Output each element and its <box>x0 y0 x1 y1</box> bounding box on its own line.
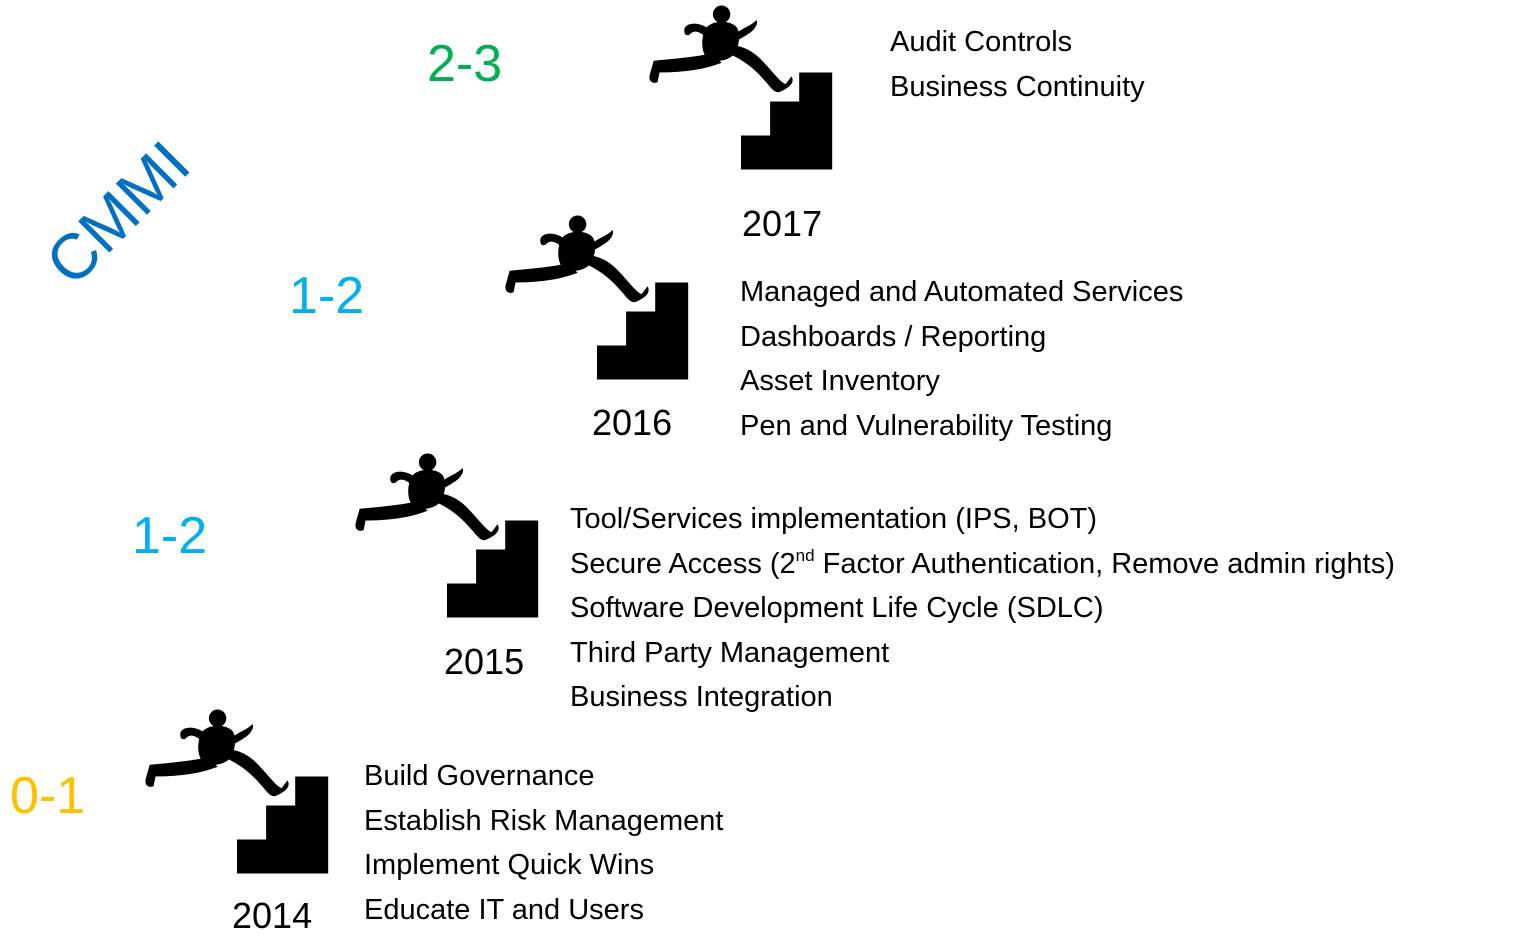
milestone-item: Establish Risk Management <box>364 804 724 837</box>
running-person-stairs-icon <box>350 452 544 618</box>
running-person-stairs-icon <box>140 708 334 874</box>
milestone-item: Audit Controls <box>890 26 1073 58</box>
running-person-stairs-icon <box>644 4 838 170</box>
milestone-item: Build Governance <box>364 760 595 792</box>
milestone-list-2016: Managed and Automated Services Dashboard… <box>740 270 1183 448</box>
year-label-2015: 2015 <box>444 641 525 682</box>
milestone-list-2015: Tool/Services implementation (IPS, BOT) … <box>570 497 1395 720</box>
milestone-item-prefix: Secure Access (2 <box>570 547 796 580</box>
milestone-item: Tool/Services implementation (IPS, BOT) <box>570 503 1098 535</box>
milestone-item: Dashboards / Reporting <box>740 320 1047 353</box>
milestone-item: Managed and Automated Services <box>740 276 1184 308</box>
year-label-2017: 2017 <box>742 203 823 244</box>
level-label-2017: 2-3 <box>427 35 503 93</box>
milestone-item: Educate IT and Users <box>364 893 644 926</box>
running-person-stairs-icon <box>500 214 694 380</box>
diagram-title: CMMI <box>31 127 204 299</box>
milestone-list-2017: Audit Controls Business Continuity <box>890 20 1145 109</box>
milestone-item: Asset Inventory <box>740 365 940 397</box>
milestone-item: Third Party Management <box>570 636 890 669</box>
level-label-2016: 1-2 <box>289 267 365 325</box>
title-text: CMMI <box>31 127 204 299</box>
milestone-item: Pen and Vulnerability Testing <box>740 409 1113 442</box>
milestone-item: Business Continuity <box>890 70 1145 103</box>
level-label-2015: 1-2 <box>132 507 208 565</box>
milestone-list-2014: Build Governance Establish Risk Manageme… <box>364 754 723 932</box>
year-label-2014: 2014 <box>232 895 313 936</box>
year-label-2016: 2016 <box>592 402 673 443</box>
milestone-item: Business Integration <box>570 681 833 713</box>
milestone-item: Secure Access (2nd Factor Authentication… <box>570 542 1395 587</box>
milestone-item: Implement Quick Wins <box>364 849 655 881</box>
milestone-item-superscript: nd <box>795 545 815 565</box>
milestone-item-suffix: Factor Authentication, Remove admin righ… <box>814 547 1395 580</box>
milestone-item: Software Development Life Cycle (SDLC) <box>570 592 1104 624</box>
level-label-2014: 0-1 <box>10 767 86 825</box>
